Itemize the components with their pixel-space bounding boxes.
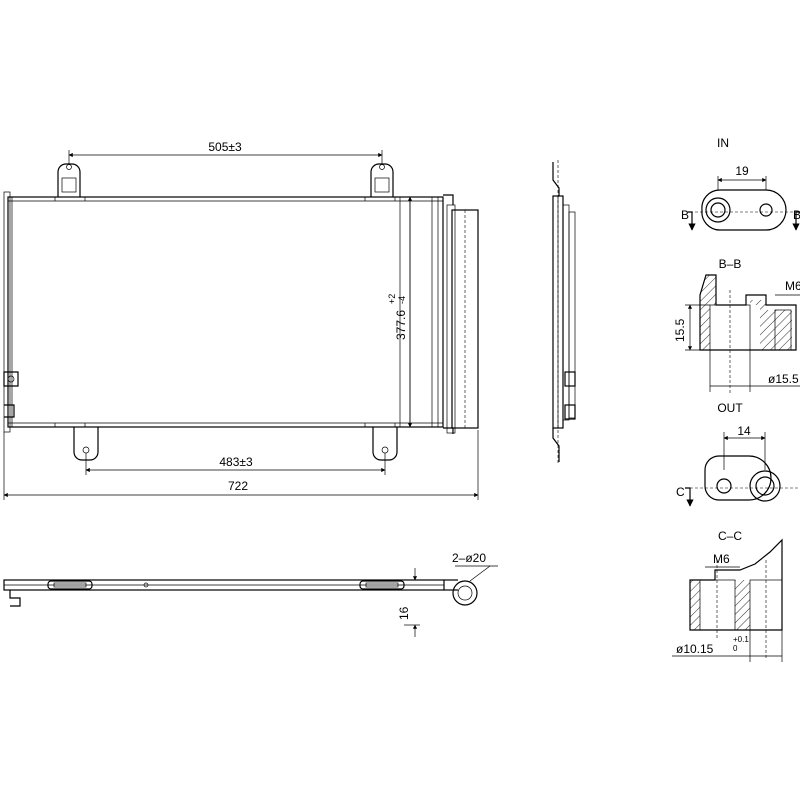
bottom-view: 2–ø20 16 xyxy=(3,551,498,637)
dim-bottom-spacing: 483±3 xyxy=(85,453,386,475)
left-fitting xyxy=(3,371,19,387)
out-section-title: C–C xyxy=(718,529,742,543)
dim-holes-label: 2–ø20 xyxy=(452,551,486,565)
out-port-title: OUT xyxy=(717,401,743,415)
out-dim-diameter: ø10.15 xyxy=(676,642,714,656)
in-section-title: B–B xyxy=(719,257,742,271)
in-section-mark-left: B xyxy=(681,208,689,222)
pipe-fitting xyxy=(452,580,478,606)
dim-height-label: 377.6 xyxy=(394,310,408,340)
dim-top-spacing: 505±3 xyxy=(68,140,383,164)
in-flange xyxy=(701,189,787,231)
in-dim-spacing: 19 xyxy=(735,164,749,178)
side-view xyxy=(552,160,576,465)
in-port-view: IN 19 B B B–B M6 15.5 ø15.5 xyxy=(673,136,800,395)
dim-width-label: 722 xyxy=(228,479,248,493)
in-dim-height: 15.5 xyxy=(673,318,687,342)
out-dim-thread: M6 xyxy=(713,552,730,566)
dim-thickness-label: 16 xyxy=(397,606,411,620)
dim-width: 722 xyxy=(3,430,479,500)
top-bracket-left xyxy=(57,163,81,197)
out-port-view: OUT 14 C C–C M6 ø10.15 +0.1 0 xyxy=(672,401,800,662)
dim-top-spacing-label: 505±3 xyxy=(208,140,242,154)
in-port-title: IN xyxy=(717,136,729,150)
dim-height-tol-lower: -4 xyxy=(397,296,407,304)
out-dim-tol-lower: 0 xyxy=(733,644,738,653)
front-view: 505±3 377.6 +2 -4 483±3 722 xyxy=(3,140,479,500)
out-dim-tol-upper: +0.1 xyxy=(733,635,749,644)
in-dim-diameter: ø15.5 xyxy=(768,372,799,386)
dim-bottom-spacing-label: 483±3 xyxy=(219,455,253,469)
dim-height: 377.6 +2 -4 xyxy=(387,196,415,428)
out-section-mark: C xyxy=(676,485,685,499)
condenser-core xyxy=(7,196,444,428)
out-dim-spacing: 14 xyxy=(737,424,751,438)
top-bracket-right xyxy=(370,163,394,197)
dim-height-tol-upper: +2 xyxy=(387,294,397,304)
in-dim-thread: M6 xyxy=(785,279,800,293)
